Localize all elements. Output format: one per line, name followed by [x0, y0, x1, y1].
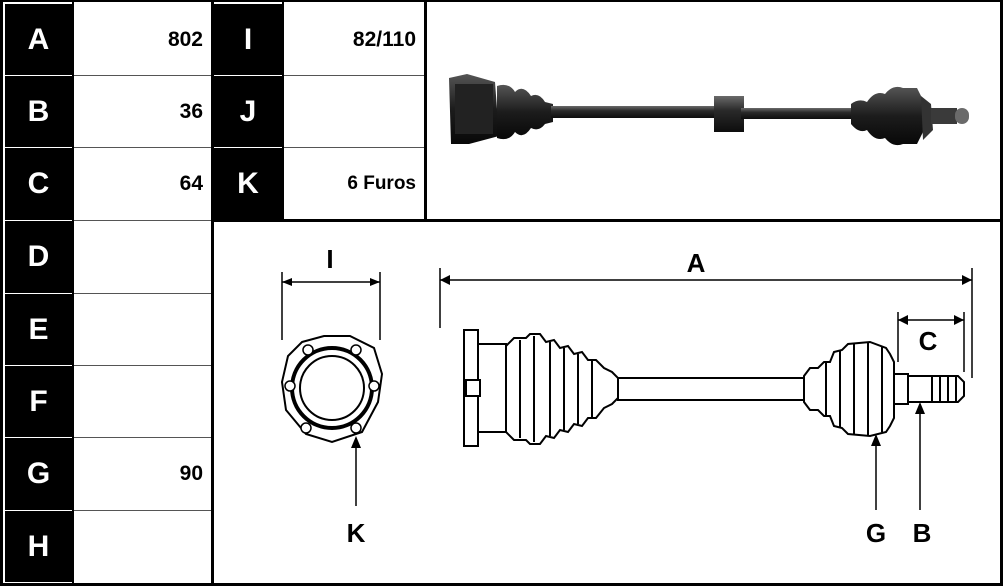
row-divider-main: [211, 219, 1000, 222]
row-separator: [74, 147, 214, 148]
spec-letter-b: B: [5, 76, 72, 147]
dim-label-c: C: [919, 326, 938, 356]
product-photo: [449, 74, 969, 146]
technical-drawing: I K A C: [280, 244, 973, 548]
dim-label-a: A: [687, 248, 706, 278]
dim-label-i: I: [326, 244, 333, 274]
flange-drawing: [280, 335, 384, 444]
spec-value-a: 802: [74, 4, 211, 75]
spec-letter-e: E: [5, 294, 72, 365]
spec-value-g: 90: [74, 438, 211, 510]
row-separator: [74, 437, 214, 438]
spec-letter-f: F: [5, 366, 72, 437]
row-separator: [74, 365, 214, 366]
row-separator: [284, 75, 424, 76]
spec-value-d: [74, 221, 211, 293]
spec-letter-g: G: [5, 438, 72, 510]
spec-value-f: [74, 366, 211, 437]
spec-value-j: [284, 76, 424, 147]
spec-letter-k: K: [214, 148, 282, 219]
row-separator: [74, 293, 214, 294]
spec-letter-i: I: [214, 4, 282, 75]
col-divider-3: [282, 2, 284, 220]
spec-value-e: [74, 294, 211, 365]
spec-value-b: 36: [74, 76, 211, 147]
row-separator: [74, 220, 214, 221]
spec-letter-h: H: [5, 511, 72, 582]
row-separator: [284, 147, 424, 148]
spec-value-h: [74, 511, 211, 582]
spec-value-i: 82/110: [284, 4, 424, 75]
spec-letter-d: D: [5, 221, 72, 293]
spec-value-c: 64: [74, 148, 211, 220]
col-divider-1: [72, 2, 74, 584]
col-divider-2: [211, 2, 214, 584]
dim-label-g: G: [866, 518, 886, 548]
dim-label-k: K: [347, 518, 366, 548]
spec-letter-a: A: [5, 4, 72, 75]
spec-value-k: 6 Furos: [284, 148, 424, 219]
row-separator: [74, 75, 214, 76]
spec-letter-j: J: [214, 76, 282, 147]
spec-letter-c: C: [5, 148, 72, 220]
shaft-drawing: [463, 329, 965, 447]
dim-label-b: B: [913, 518, 932, 548]
col-divider-4: [424, 2, 427, 220]
row-separator: [74, 510, 214, 511]
